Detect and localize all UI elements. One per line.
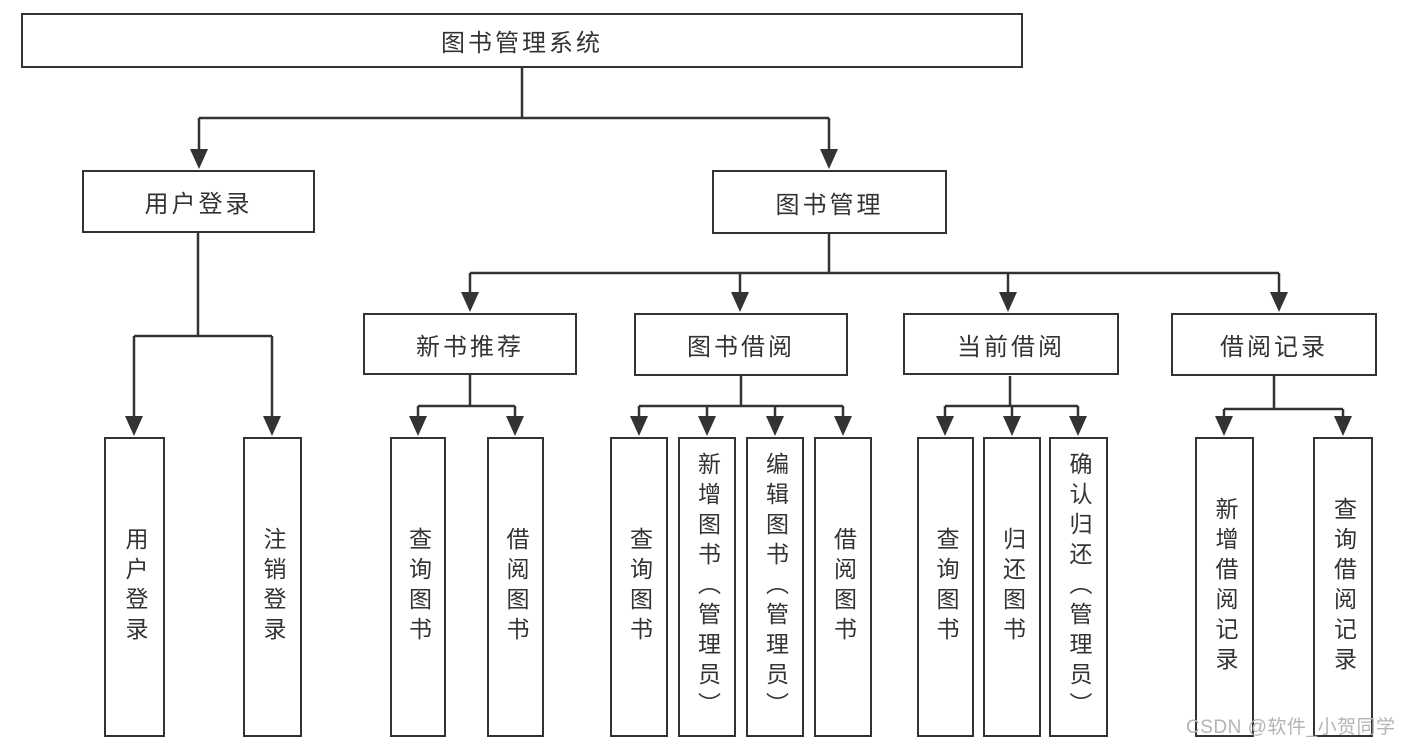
- node-user-login-label: 用户登录: [144, 191, 253, 218]
- watermark: CSDN @软件_小贺同学: [1186, 717, 1396, 738]
- leaf-current-confirm-return-admin: 确认归还（管理员）: [1049, 437, 1108, 737]
- node-book-borrow: 图书借阅: [634, 313, 848, 376]
- leaf-current-search-book: 查询图书: [917, 437, 974, 737]
- leaf-borrow-edit-book-admin: 编辑图书（管理员）: [746, 437, 804, 737]
- node-current-borrow-label: 当前借阅: [957, 333, 1065, 361]
- leaf-logout: 注销登录: [243, 437, 302, 737]
- leaf-borrow-add-book-admin: 新增图书（管理员）: [678, 437, 736, 737]
- leaf-borrow-borrow-book: 借阅图书: [814, 437, 872, 737]
- arrowheads: [125, 149, 1352, 436]
- leaf-recommend-search-book: 查询图书: [390, 437, 446, 737]
- leaf-current-return-book: 归还图书: [983, 437, 1041, 737]
- node-new-book-recommend: 新书推荐: [363, 313, 577, 375]
- connector-trunk-paths: [134, 68, 1343, 411]
- leaf-user-login: 用户登录: [104, 437, 165, 737]
- node-borrow-records-label: 借阅记录: [1220, 334, 1328, 361]
- node-user-login: 用户登录: [82, 170, 315, 233]
- node-book-management: 图书管理: [712, 170, 947, 234]
- node-book-borrow-label: 图书借阅: [687, 334, 795, 361]
- leaf-record-add: 新增借阅记录: [1195, 437, 1254, 737]
- node-root-label: 图书管理系统: [441, 30, 603, 57]
- connector-arrow-shafts: [132, 118, 1345, 417]
- leaf-recommend-borrow-book: 借阅图书: [487, 437, 544, 737]
- node-book-management-label: 图书管理: [775, 191, 884, 219]
- node-new-book-recommend-label: 新书推荐: [416, 333, 524, 361]
- node-borrow-records: 借阅记录: [1171, 313, 1377, 376]
- leaf-borrow-search-book: 查询图书: [610, 437, 668, 737]
- leaf-record-search: 查询借阅记录: [1313, 437, 1373, 737]
- node-root: 图书管理系统: [21, 13, 1023, 68]
- node-current-borrow: 当前借阅: [903, 313, 1119, 375]
